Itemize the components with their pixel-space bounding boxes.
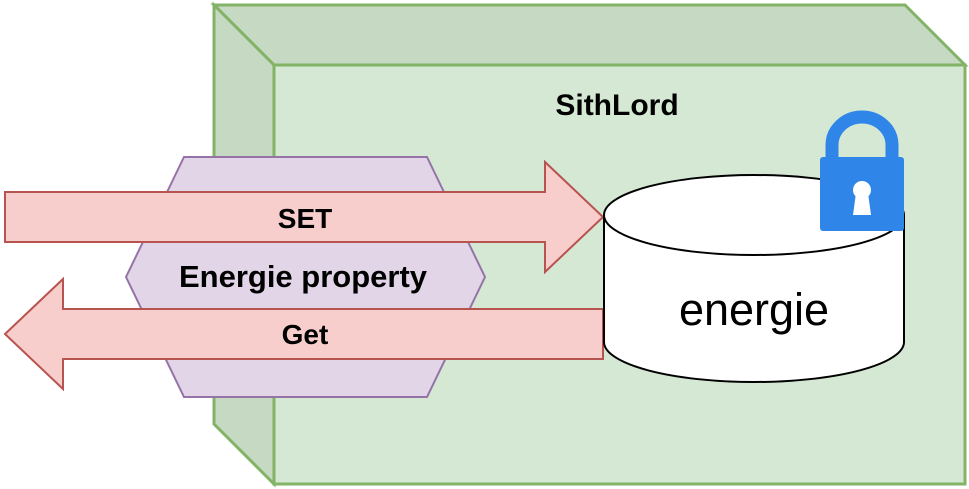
field-cylinder-body [603, 215, 905, 383]
class-box-top-face [210, 3, 969, 67]
set-arrow-label: SET [278, 203, 332, 234]
lock-icon [820, 110, 904, 231]
get-arrow-shape [3, 276, 604, 392]
set-arrow[interactable]: SET [4, 159, 605, 275]
property-label: Energie property [179, 259, 428, 294]
get-arrow-label: Get [282, 319, 329, 350]
field-label: energie [679, 284, 829, 335]
lock-keyhole-slot [853, 193, 871, 215]
class-title: SithLord [555, 89, 678, 122]
lock-shackle [825, 110, 899, 158]
get-arrow[interactable]: Get [3, 276, 604, 392]
set-arrow-shape [4, 159, 605, 275]
